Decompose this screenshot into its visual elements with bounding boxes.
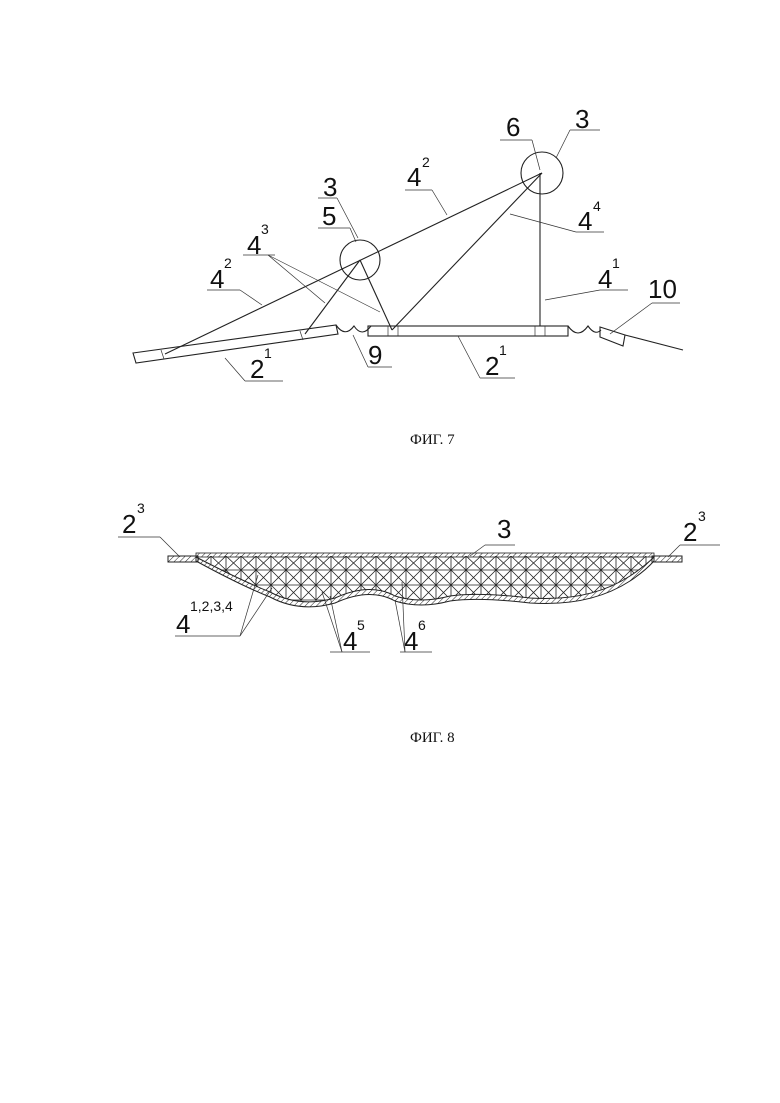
leader-2-1-left — [225, 358, 245, 381]
label-2-3-left: 2 — [122, 509, 136, 539]
right-slab — [600, 327, 625, 346]
label-10: 10 — [648, 274, 677, 304]
label-4-2-top-sup: 2 — [422, 154, 430, 170]
leader-4-5-b — [330, 596, 342, 652]
figure-8-caption: ФИГ. 8 — [410, 730, 455, 746]
label-4-3: 4 — [247, 230, 261, 260]
cable-4-3 — [360, 260, 392, 330]
label-4-6: 4 — [404, 626, 418, 656]
label-2-3-right: 2 — [683, 517, 697, 547]
leader-2-1-right — [458, 336, 480, 378]
label-4-6-sup: 6 — [418, 617, 426, 633]
left-end-plate — [168, 556, 198, 562]
label-2-1-left: 2 — [250, 354, 264, 384]
label-9: 9 — [368, 340, 382, 370]
figure-7: 6 3 4 2 3 5 4 3 4 4 4 2 4 1 10 9 2 1 2 1… — [133, 104, 683, 448]
label-4-2-left: 4 — [210, 264, 224, 294]
leader-9 — [353, 335, 368, 367]
leader-2-3-left — [160, 537, 180, 557]
leader-4-3b — [268, 255, 380, 312]
label-4-4: 4 — [578, 206, 592, 236]
label-4-1234: 4 — [176, 609, 190, 639]
label-3: 3 — [497, 514, 511, 544]
label-2-3-left-sup: 3 — [137, 500, 145, 516]
leader-4-1234-b — [240, 588, 272, 636]
figure-8: 2 3 3 2 3 4 1,2,3,4 4 5 4 6 ФИГ. 8 — [118, 500, 720, 746]
leader-6 — [532, 140, 540, 170]
label-2-1-right-sup: 1 — [499, 342, 507, 358]
label-4-1: 4 — [598, 264, 612, 294]
label-4-1234-sup: 1,2,3,4 — [190, 598, 233, 614]
label-4-4-sup: 4 — [593, 198, 601, 214]
leader-4-4 — [510, 214, 576, 232]
label-4-2-top: 4 — [407, 162, 421, 192]
label-3-left: 3 — [323, 172, 337, 202]
left-slab-mark — [161, 350, 164, 359]
right-ground-line — [625, 335, 683, 350]
left-bumps — [336, 325, 371, 332]
label-4-1-sup: 1 — [612, 255, 620, 271]
label-2-1-right: 2 — [485, 351, 499, 381]
leader-3-right — [556, 130, 570, 158]
leader-4-2-top — [432, 190, 447, 215]
leader-4-3 — [268, 255, 325, 303]
label-4-3-sup: 3 — [261, 221, 269, 237]
figure-7-caption: ФИГ. 7 — [410, 432, 455, 448]
label-2-3-right-sup: 3 — [698, 508, 706, 524]
leader-3-left — [337, 198, 358, 238]
label-5: 5 — [322, 201, 336, 231]
cable-lower-left — [305, 260, 360, 334]
leader-5 — [350, 228, 356, 242]
right-end-plate — [652, 556, 682, 562]
label-3-right: 3 — [575, 104, 589, 134]
cable-4-4 — [392, 173, 542, 330]
leader-4-1 — [545, 290, 600, 300]
label-2-1-left-sup: 1 — [264, 345, 272, 361]
label-4-5: 4 — [343, 626, 357, 656]
leader-2-3-right — [668, 545, 680, 557]
leader-4-2-left — [240, 290, 262, 305]
right-bumps — [568, 326, 601, 333]
left-slab-mark — [300, 331, 303, 340]
label-4-5-sup: 5 — [357, 617, 365, 633]
label-4-2-left-sup: 2 — [224, 255, 232, 271]
label-6: 6 — [506, 112, 520, 142]
leader-10 — [610, 303, 652, 334]
